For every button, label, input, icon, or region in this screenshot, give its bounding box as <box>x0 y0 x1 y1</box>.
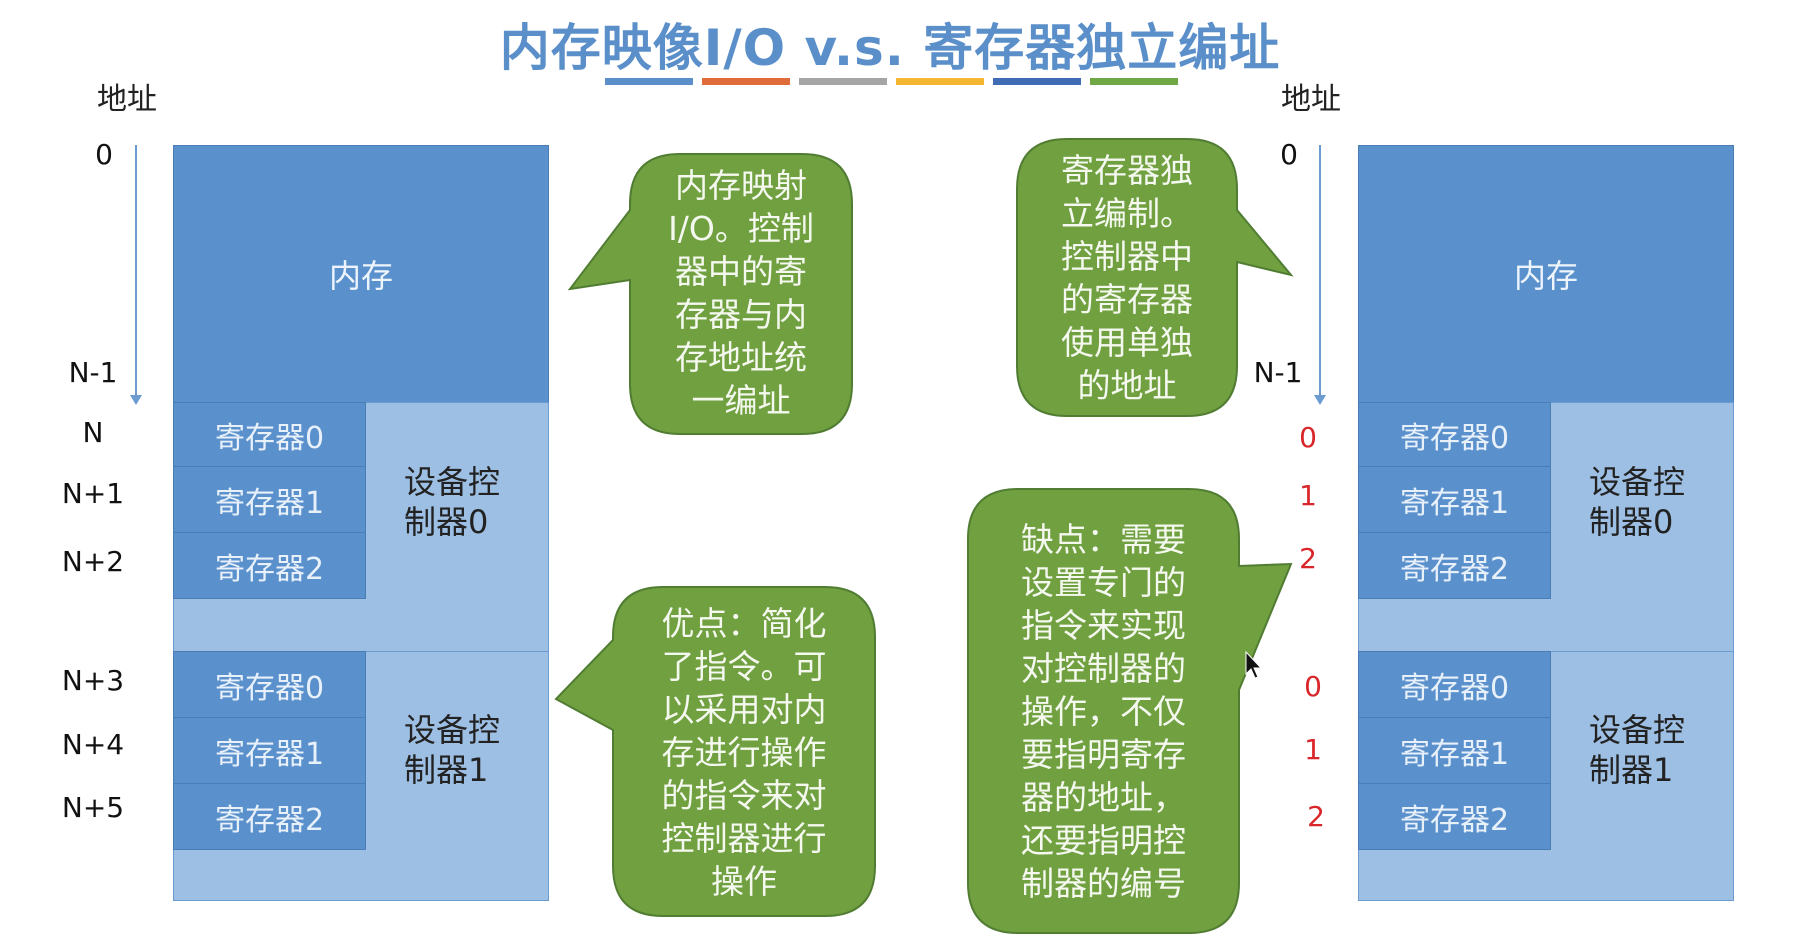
callout-line: 存器与内 <box>675 295 807 334</box>
name-line: 制器1 <box>1589 751 1674 789</box>
color-bar <box>605 78 693 85</box>
address-label: N <box>82 416 104 449</box>
name-line: 设备控 <box>1589 463 1686 501</box>
address-label: N+5 <box>61 791 125 824</box>
address-label: N-1 <box>68 356 118 389</box>
callout-line: 的指令来对 <box>661 776 827 815</box>
right-memory-block: 内存 <box>1358 145 1734 403</box>
callout-advantage <box>554 586 876 917</box>
color-bar <box>702 78 790 85</box>
callout-line: 了指令。可 <box>661 647 827 686</box>
callout-memory-mapped-text: 内存映射 I/O。控制 器中的寄 存器与内 存地址统 一编址 <box>640 164 842 422</box>
left-axis-label: 地址 <box>97 82 157 117</box>
color-bar <box>896 78 984 85</box>
callout-line: 控制器进行 <box>661 819 827 858</box>
callout-line: 要指明寄存 <box>1021 735 1186 774</box>
callout-independent <box>1016 138 1294 417</box>
register: 寄存器1 <box>173 466 366 533</box>
callout-line: 缺点：需要 <box>1021 520 1186 559</box>
name-line: 设备控 <box>1589 711 1686 749</box>
register: 寄存器2 <box>1358 783 1551 850</box>
color-bar <box>799 78 887 85</box>
callout-line: 器中的寄 <box>675 252 807 291</box>
device-controller-name: 设备控制器1 <box>1589 710 1685 790</box>
register: 寄存器0 <box>173 402 366 467</box>
callout-line: 指令来实现 <box>1021 606 1186 645</box>
register: 寄存器2 <box>1358 532 1551 599</box>
color-bar <box>993 78 1081 85</box>
left-memory-block: 内存 <box>173 145 549 403</box>
callout-line: 操作，不仅 <box>1021 692 1186 731</box>
left-address-arrow-icon <box>130 145 142 405</box>
slide-title: 内存映像I/O v.s. 寄存器独立编址 <box>499 19 1281 77</box>
right-address-arrow-icon <box>1314 145 1326 405</box>
register-address: 1 <box>1304 733 1322 766</box>
callout-line: 使用单独 <box>1061 323 1193 362</box>
register-address: 1 <box>1299 479 1317 512</box>
callout-line: 立编制。 <box>1061 194 1193 233</box>
callout-independent-text: 寄存器独 立编制。 控制器中 的寄存器 使用单独 的地址 <box>1027 149 1227 407</box>
name-line: 设备控 <box>404 463 501 501</box>
address-label: 0 <box>1280 138 1298 171</box>
callout-line: 设置专门的 <box>1021 563 1186 602</box>
register: 寄存器0 <box>1358 402 1551 467</box>
address-label: N+2 <box>61 545 125 578</box>
device-controller-name: 设备控制器1 <box>404 710 500 790</box>
callout-line: 一编址 <box>691 381 791 420</box>
callout-line: 器的地址， <box>1021 778 1186 817</box>
name-line: 制器1 <box>404 751 489 789</box>
callout-line: 存地址统 <box>675 338 807 377</box>
callout-line: 还要指明控 <box>1021 821 1186 860</box>
callout-line: 控制器中 <box>1061 237 1193 276</box>
callout-line: 内存映射 <box>675 166 807 205</box>
name-line: 制器0 <box>1589 503 1674 541</box>
address-label: N+1 <box>61 477 125 510</box>
name-line: 设备控 <box>404 711 501 749</box>
callout-disadvantage-text: 缺点：需要 设置专门的 指令来实现 对控制器的 操作，不仅 要指明寄存 器的地址… <box>978 518 1229 905</box>
callout-line: 的地址 <box>1077 366 1177 405</box>
device-controller-name: 设备控制器0 <box>404 462 500 542</box>
register: 寄存器2 <box>173 783 366 850</box>
callout-advantage-text: 优点：简化 了指令。可 以采用对内 存进行操作 的指令来对 控制器进行 操作 <box>623 602 865 903</box>
register: 寄存器1 <box>1358 466 1551 533</box>
register-address: 0 <box>1304 670 1322 703</box>
callout-line: 以采用对内 <box>661 690 827 729</box>
address-label: N+4 <box>61 728 125 761</box>
callout-line: 寄存器独 <box>1061 151 1193 190</box>
address-label: N+3 <box>61 664 125 697</box>
register-address: 2 <box>1307 800 1325 833</box>
register-address: 2 <box>1299 542 1317 575</box>
register: 寄存器0 <box>173 651 366 718</box>
callout-line: 对控制器的 <box>1021 649 1186 688</box>
name-line: 制器0 <box>404 503 489 541</box>
right-axis-label: 地址 <box>1281 82 1341 117</box>
callout-line: 操作 <box>711 862 777 901</box>
callout-line: 制器的编号 <box>1021 864 1186 903</box>
mouse-cursor-icon <box>1245 650 1263 679</box>
address-label: N-1 <box>1253 356 1303 389</box>
callout-memory-mapped <box>567 153 853 435</box>
register: 寄存器1 <box>173 717 366 784</box>
callout-line: 存进行操作 <box>661 733 827 772</box>
callout-line: 的寄存器 <box>1061 280 1193 319</box>
register: 寄存器2 <box>173 532 366 599</box>
register-address: 0 <box>1299 421 1317 454</box>
callout-disadvantage <box>967 488 1293 934</box>
register: 寄存器0 <box>1358 651 1551 718</box>
device-controller-name: 设备控制器0 <box>1589 462 1685 542</box>
callout-line: I/O。控制 <box>668 209 814 248</box>
callout-line: 优点：简化 <box>661 604 827 643</box>
address-label: 0 <box>95 138 113 171</box>
color-bar <box>1090 78 1178 85</box>
